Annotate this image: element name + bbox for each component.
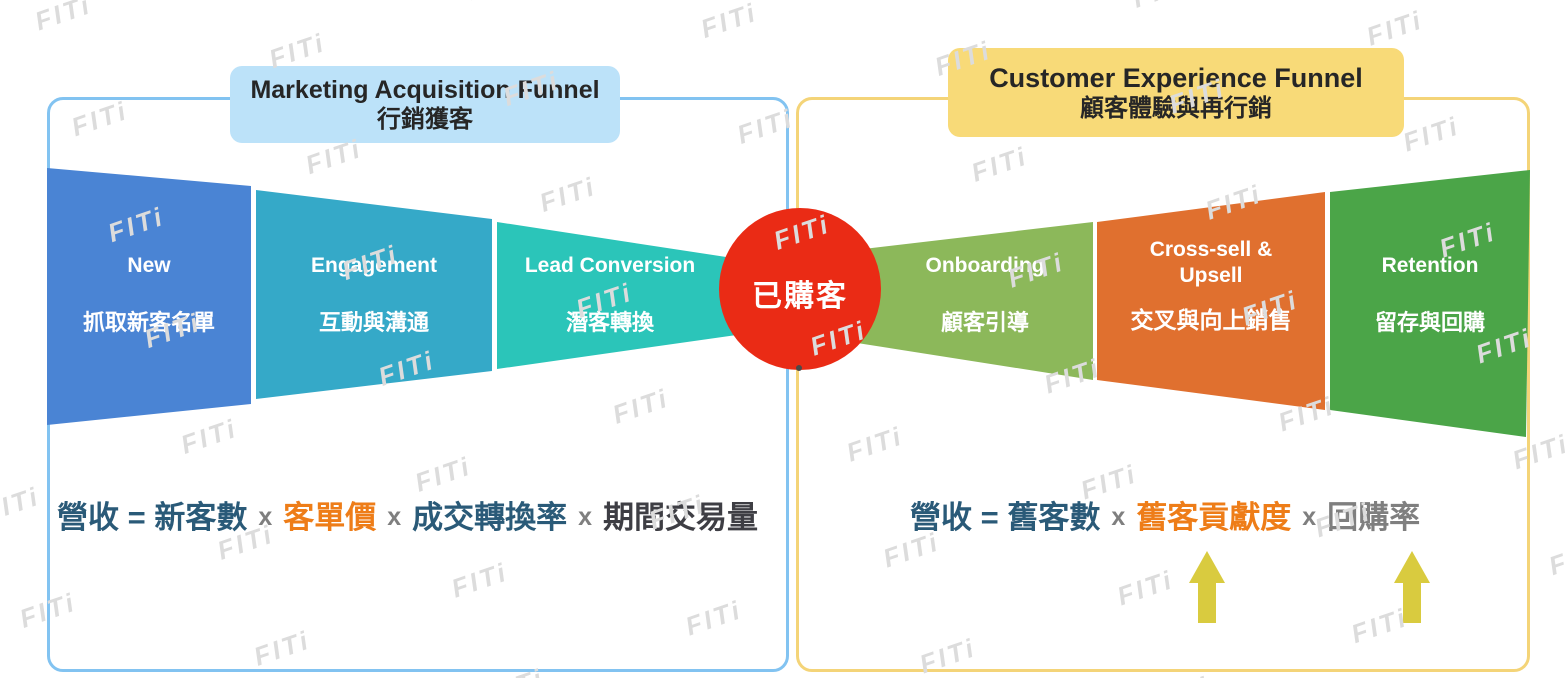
funnel-segment-cross-sell-upsell	[1097, 192, 1325, 410]
stage-title-zh: 留存與回購	[1374, 310, 1485, 335]
customer-experience-title: Customer Experience Funnel 顧客體驗與再行銷	[948, 48, 1404, 137]
formula-operator: x	[387, 503, 402, 531]
formula-operator: x	[258, 503, 273, 531]
customer-experience-title-en: Customer Experience Funnel	[989, 62, 1363, 93]
stage-title-en: Lead Conversion	[524, 254, 696, 277]
funnel-segment-lead-conversion	[497, 222, 772, 369]
formula-term: 客單價	[283, 500, 377, 535]
stage-title-en: Engagement	[310, 254, 438, 277]
marketing-revenue-formula: 營收 = 新客數 x 客單價 x 成交轉換率 x 期間交易量	[57, 497, 758, 538]
stage-title-en: Onboarding	[925, 254, 1045, 277]
stage-title-zh: 潛客轉換	[565, 310, 654, 335]
up-arrow-repurchase	[1394, 551, 1430, 623]
stage-title-en: Upsell	[1179, 264, 1243, 287]
formula-term: 回購率	[1327, 500, 1421, 535]
formula-operator: x	[1111, 503, 1126, 531]
formula-operator: x	[578, 503, 593, 531]
stage-label-new: New 抓取新客名單	[47, 253, 251, 337]
stage-title-zh: 抓取新客名單	[82, 310, 215, 335]
stage-label-lead-conversion: Lead Conversion 潛客轉換	[497, 253, 723, 337]
funnel-segment-engagement	[256, 190, 492, 399]
formula-term: 舊客貢獻度	[1136, 500, 1292, 535]
funnel-segment-new	[47, 168, 251, 425]
formula-operator: x	[1302, 503, 1317, 531]
marketing-funnel-title: Marketing Acquisition Funnel 行銷獲客	[230, 66, 620, 143]
customer-experience-title-zh: 顧客體驗與再行銷	[1080, 94, 1272, 122]
formula-term: 成交轉換率	[412, 500, 568, 535]
retention-revenue-formula: 營收 = 舊客數 x 舊客貢獻度 x 回購率	[910, 497, 1420, 538]
stage-title-zh: 顧客引導	[940, 310, 1029, 335]
formula-term: 營收 = 舊客數	[910, 500, 1101, 535]
stage-label-retention: Retention 留存與回購	[1330, 253, 1530, 337]
up-arrow-contribution	[1189, 551, 1225, 623]
stage-title-zh: 交叉與向上銷售	[1130, 307, 1292, 333]
purchased-customer-label: 已購客	[752, 280, 848, 313]
stage-label-engagement: Engagement 互動與溝通	[256, 253, 492, 337]
stage-title-en: Cross-sell &	[1149, 238, 1273, 261]
funnel-segment-retention	[1330, 170, 1530, 437]
purchased-customer-circle	[719, 208, 881, 370]
marketing-funnel-title-en: Marketing Acquisition Funnel	[250, 75, 600, 104]
stage-title-zh: 互動與溝通	[318, 310, 429, 335]
marketing-funnel-title-zh: 行銷獲客	[377, 105, 473, 133]
stage-title-en: Retention	[1381, 254, 1479, 277]
stage-title-en: New	[127, 254, 171, 277]
stage-label-cross-sell-upsell: Cross-sell & Upsell 交叉與向上銷售	[1097, 237, 1325, 335]
stage-label-onboarding: Onboarding 顧客引導	[877, 253, 1093, 337]
funnel-segment-onboarding	[838, 222, 1093, 380]
formula-term: 期間交易量	[603, 500, 759, 535]
formula-term: 營收 = 新客數	[57, 500, 248, 535]
small-dot	[796, 365, 802, 371]
